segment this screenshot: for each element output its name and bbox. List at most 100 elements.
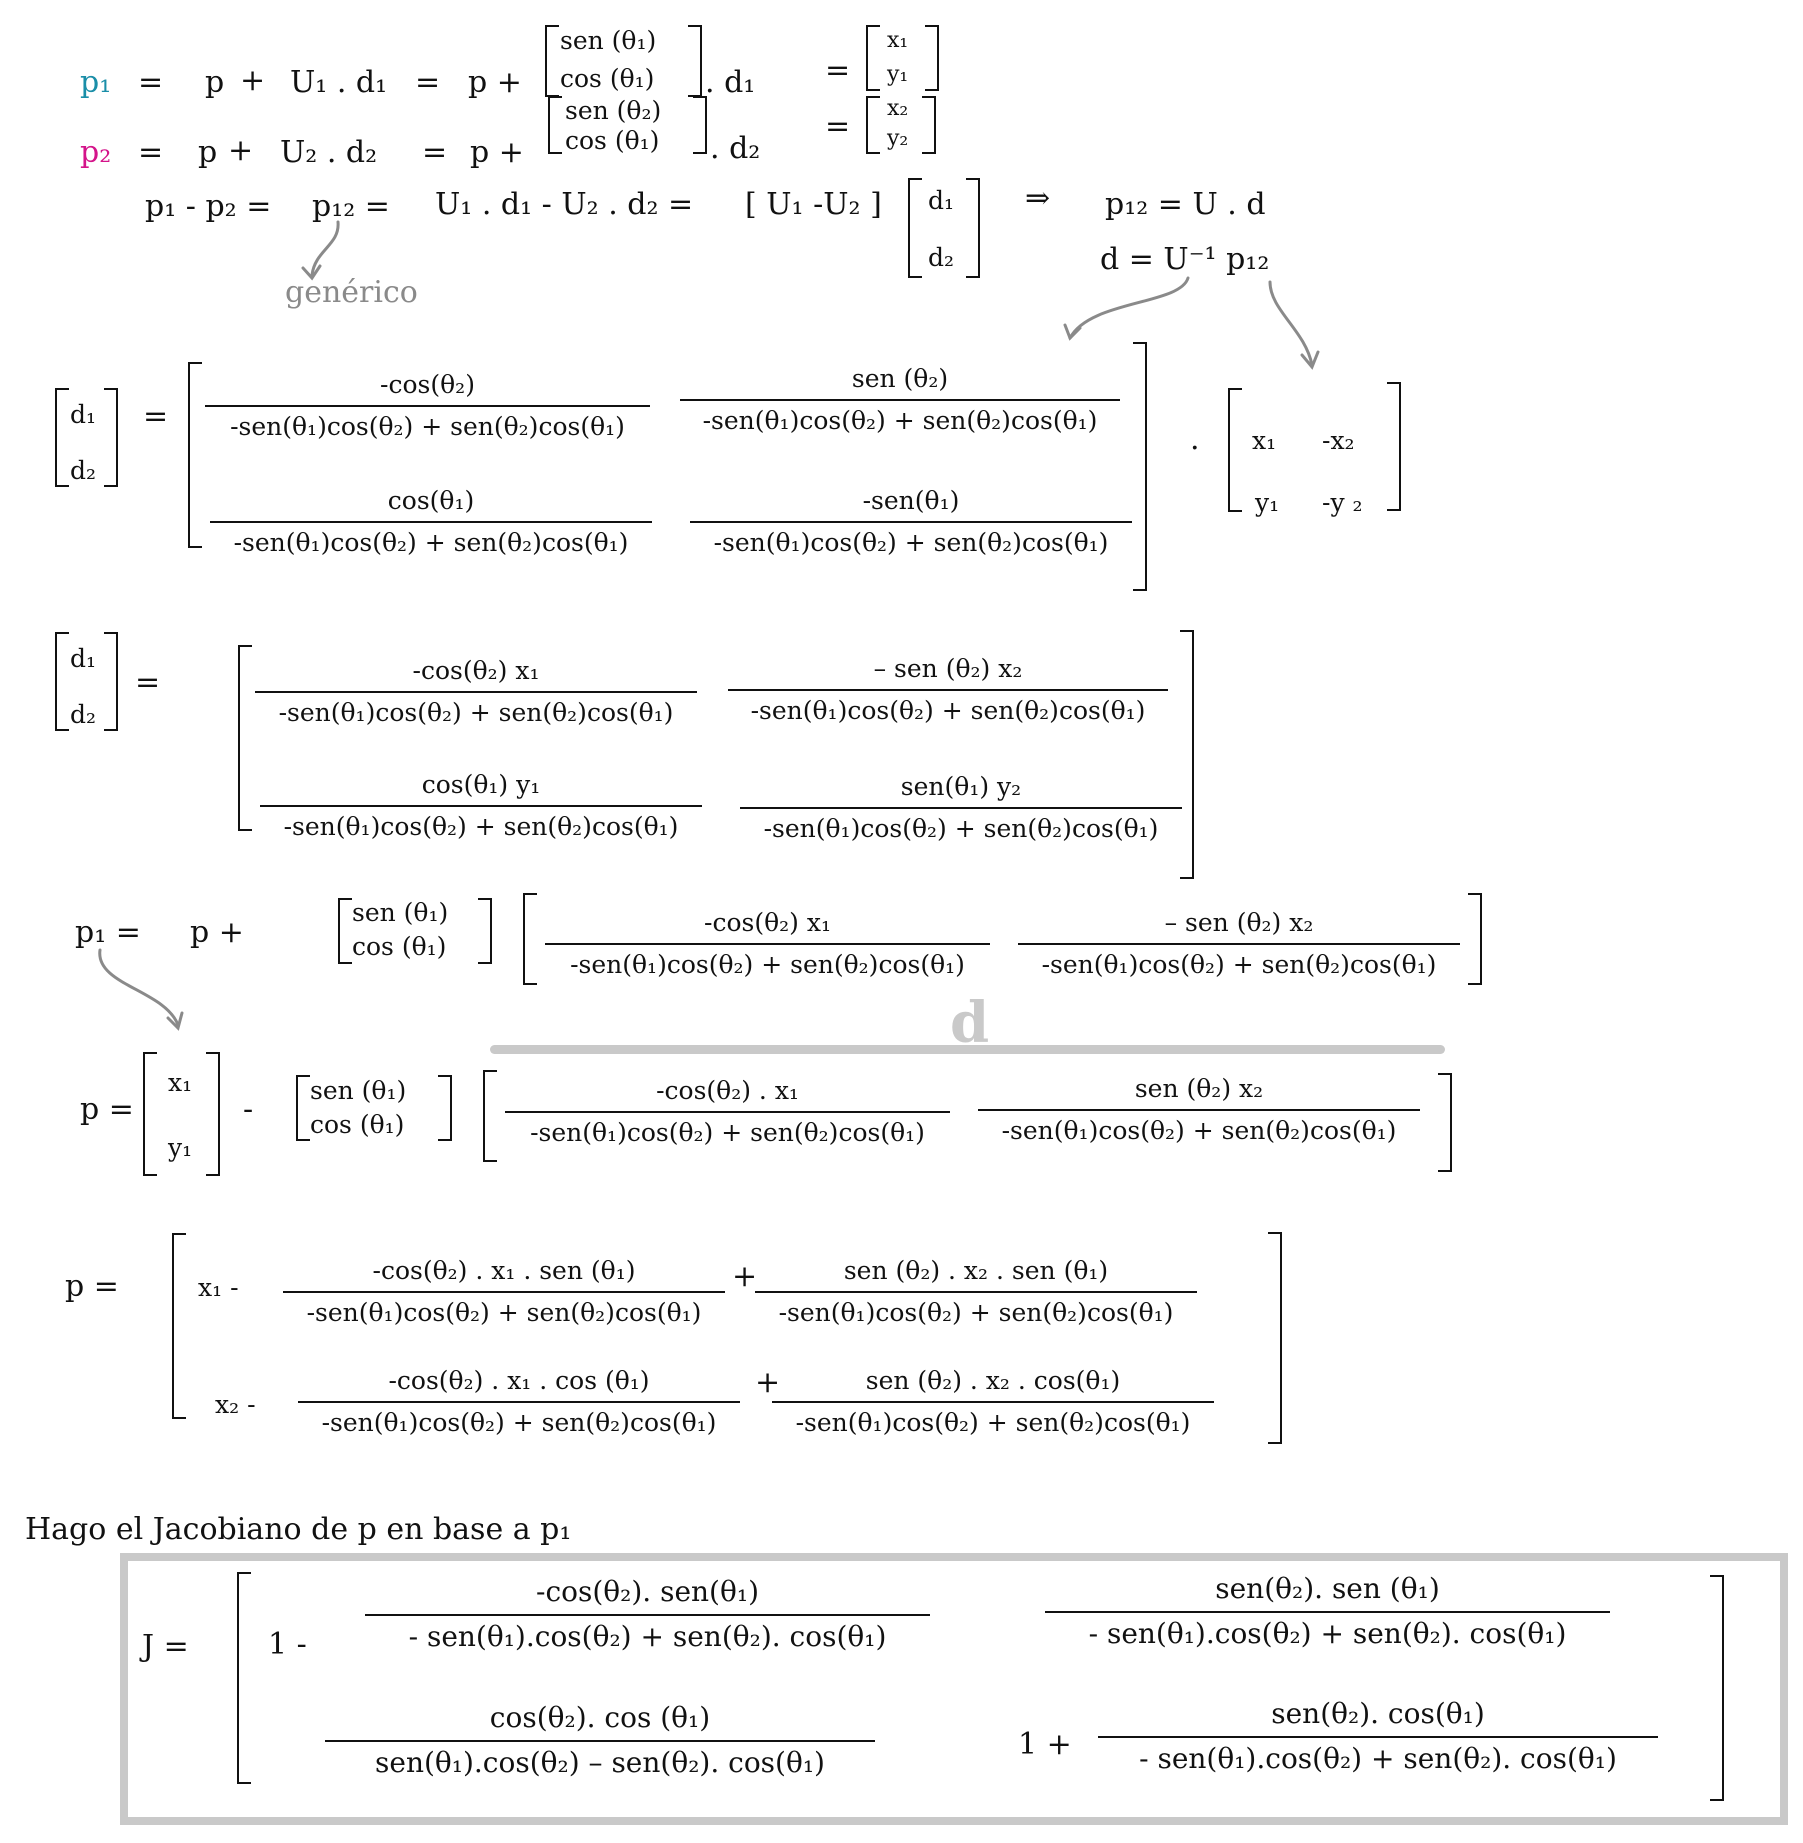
underline-d bbox=[490, 1045, 1445, 1054]
u1-d1: U₁ . d₁ bbox=[290, 65, 388, 100]
minus-x2: -x₂ bbox=[1322, 426, 1355, 455]
left-bracket bbox=[238, 645, 252, 831]
fraction-m12: sen (θ₂)-sen(θ₁)cos(θ₂) + sen(θ₂)cos(θ₁) bbox=[680, 366, 1120, 433]
vector-bottom: cos (θ₁) bbox=[565, 126, 660, 155]
jacobian-box bbox=[120, 1553, 1788, 1825]
u-d-difference: U₁ . d₁ - U₂ . d₂ = bbox=[435, 187, 694, 222]
u2-d2: U₂ . d₂ bbox=[280, 135, 378, 170]
right-bracket bbox=[1268, 1232, 1282, 1444]
right-bracket bbox=[1710, 1575, 1724, 1801]
left-bracket bbox=[866, 96, 880, 154]
equals: = bbox=[825, 109, 851, 144]
j22-prefix: 1 + bbox=[1018, 1727, 1072, 1762]
arrow-generic bbox=[310, 220, 340, 277]
y2: y₂ bbox=[887, 126, 909, 151]
fraction-d2: sen (θ₂) x₂-sen(θ₁)cos(θ₂) + sen(θ₂)cos(… bbox=[978, 1076, 1420, 1143]
d2: d₂ bbox=[928, 243, 955, 272]
y1: y₁ bbox=[1255, 488, 1280, 517]
vector-bottom: cos (θ₁) bbox=[310, 1110, 405, 1139]
row2-prefix: x₂ - bbox=[215, 1390, 256, 1419]
right-bracket bbox=[1180, 630, 1194, 879]
p-equals: p = bbox=[80, 1092, 134, 1127]
equals: = bbox=[135, 665, 161, 700]
j11-prefix: 1 - bbox=[268, 1627, 307, 1662]
p-equals: p = bbox=[65, 1269, 119, 1304]
arrow-head bbox=[1063, 323, 1082, 341]
arrow-head bbox=[301, 264, 322, 281]
p-plus: p + bbox=[470, 135, 524, 170]
u-row-vector: [ U₁ -U₂ ] bbox=[745, 187, 882, 222]
p-symbol: p bbox=[205, 65, 225, 100]
fraction-d1: -cos(θ₂) x₁-sen(θ₁)cos(θ₂) + sen(θ₂)cos(… bbox=[545, 910, 990, 977]
right-bracket bbox=[922, 96, 936, 154]
left-bracket bbox=[866, 25, 880, 91]
fraction-m22: sen(θ₁) y₂-sen(θ₁)cos(θ₂) + sen(θ₂)cos(θ… bbox=[740, 774, 1182, 841]
right-bracket bbox=[104, 388, 118, 487]
d2: d₂ bbox=[70, 456, 97, 485]
j-equals: J = bbox=[142, 1629, 189, 1664]
right-bracket bbox=[925, 25, 939, 91]
right-bracket bbox=[438, 1075, 452, 1141]
fraction-r1-b: sen (θ₂) . x₂ . sen (θ₁)-sen(θ₁)cos(θ₂) … bbox=[755, 1258, 1197, 1325]
fraction-m22: -sen(θ₁)-sen(θ₁)cos(θ₂) + sen(θ₂)cos(θ₁) bbox=[690, 488, 1132, 555]
p-symbol: p bbox=[198, 135, 218, 170]
times-d1: . d₁ bbox=[705, 65, 756, 100]
fraction-m21: cos(θ₁) y₁-sen(θ₁)cos(θ₂) + sen(θ₂)cos(θ… bbox=[260, 772, 702, 839]
left-bracket bbox=[55, 632, 69, 731]
arrow-to-matrix bbox=[1068, 276, 1190, 340]
left-bracket bbox=[483, 1070, 497, 1162]
fraction-m11: -cos(θ₂) x₁-sen(θ₁)cos(θ₂) + sen(θ₂)cos(… bbox=[255, 658, 697, 725]
vector-top: sen (θ₂) bbox=[565, 96, 662, 125]
vector-bottom: cos (θ₁) bbox=[560, 64, 655, 93]
equals: = bbox=[138, 135, 164, 170]
fraction-d1: -cos(θ₂) . x₁-sen(θ₁)cos(θ₂) + sen(θ₂)co… bbox=[505, 1078, 950, 1145]
row1-prefix: x₁ - bbox=[198, 1273, 239, 1302]
d1: d₁ bbox=[70, 644, 97, 673]
d-label: d bbox=[950, 990, 990, 1056]
x1: x₁ bbox=[887, 28, 909, 53]
right-bracket bbox=[1133, 342, 1147, 591]
minus: - bbox=[243, 1092, 254, 1127]
times-d2: . d₂ bbox=[710, 131, 761, 166]
jacobian-heading: Hago el Jacobiano de p en base a p₁ bbox=[25, 1512, 572, 1547]
fraction-m12: – sen (θ₂) x₂-sen(θ₁)cos(θ₂) + sen(θ₂)co… bbox=[728, 656, 1168, 723]
fraction-r2-a: -cos(θ₂) . x₁ . cos (θ₁)-sen(θ₁)cos(θ₂) … bbox=[298, 1368, 740, 1435]
fraction-m11: -cos(θ₂)-sen(θ₁)cos(θ₂) + sen(θ₂)cos(θ₁) bbox=[205, 372, 650, 439]
p-plus: p + bbox=[468, 65, 522, 100]
equals: = bbox=[422, 135, 448, 170]
right-bracket bbox=[1387, 382, 1401, 511]
left-bracket bbox=[1228, 388, 1242, 512]
p1-minus-p2: p₁ - p₂ = bbox=[145, 189, 272, 224]
vector-bottom: cos (θ₁) bbox=[352, 932, 447, 961]
plus: + bbox=[732, 1259, 758, 1294]
left-bracket bbox=[338, 898, 352, 964]
right-bracket bbox=[1438, 1073, 1452, 1172]
right-bracket bbox=[104, 632, 118, 731]
y1: y₁ bbox=[887, 62, 909, 87]
d1: d₁ bbox=[928, 186, 955, 215]
fraction-r1-a: -cos(θ₂) . x₁ . sen (θ₁)-sen(θ₁)cos(θ₂) … bbox=[283, 1258, 725, 1325]
right-bracket bbox=[206, 1052, 220, 1176]
right-bracket bbox=[478, 898, 492, 964]
right-bracket bbox=[1468, 893, 1482, 985]
implies-arrow: ⇒ bbox=[1025, 181, 1051, 216]
p-plus: p + bbox=[190, 915, 244, 950]
d1: d₁ bbox=[70, 400, 97, 429]
left-bracket bbox=[908, 178, 922, 278]
arrow-head bbox=[1300, 350, 1320, 370]
left-bracket bbox=[188, 362, 202, 548]
x1: x₁ bbox=[168, 1068, 193, 1097]
fraction-j22: sen(θ₂). cos(θ₁)- sen(θ₁).cos(θ₂) + sen(… bbox=[1098, 1700, 1658, 1773]
p12-equals-u-d: p₁₂ = U . d bbox=[1105, 187, 1266, 222]
left-bracket bbox=[172, 1233, 186, 1419]
arrow-to-points bbox=[1268, 280, 1314, 367]
plus: + bbox=[228, 133, 254, 168]
right-bracket bbox=[966, 178, 980, 278]
arrow-head bbox=[166, 1011, 184, 1031]
equals: = bbox=[825, 53, 851, 88]
minus-y2: -y ₂ bbox=[1322, 488, 1363, 517]
left-bracket bbox=[237, 1572, 251, 1784]
x1: x₁ bbox=[1252, 426, 1277, 455]
p1-equals: p₁ = bbox=[75, 915, 141, 950]
